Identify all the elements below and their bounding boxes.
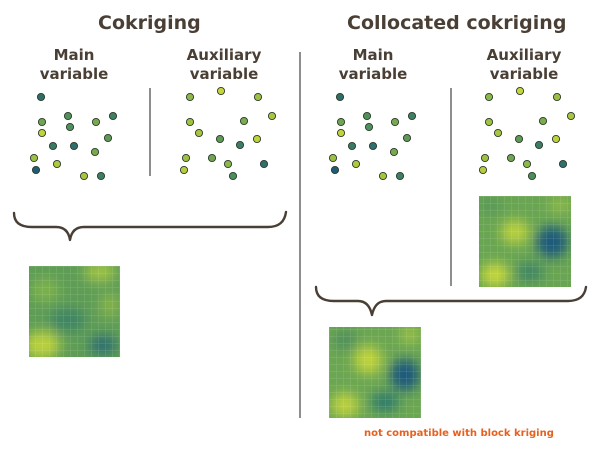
sample-point: [52, 159, 62, 169]
sample-point: [223, 159, 233, 169]
sample-point: [29, 153, 39, 163]
collocated-auxiliary-variable-label: Auxiliary variable: [480, 46, 568, 84]
sample-point: [534, 140, 544, 150]
sample-point: [407, 111, 417, 121]
sample-point: [506, 153, 516, 163]
sample-point: [37, 117, 47, 127]
sample-point: [194, 128, 204, 138]
sample-point: [252, 134, 262, 144]
sample-point: [558, 159, 568, 169]
sample-point: [514, 134, 524, 144]
sample-point: [90, 147, 100, 157]
sample-point: [228, 171, 238, 181]
sample-point: [336, 117, 346, 127]
main-label-line2: variable: [338, 65, 408, 83]
cokriging-aux-points: [179, 86, 277, 181]
sample-point: [351, 159, 361, 169]
sample-point: [181, 153, 191, 163]
sample-point: [484, 92, 494, 102]
aux-label-line2: variable: [189, 65, 259, 83]
block-kriging-note: not compatible with block kriging: [364, 428, 554, 439]
cokriging-brace: [12, 210, 288, 242]
sample-point: [538, 116, 548, 126]
sample-point: [48, 141, 58, 151]
sample-point: [37, 128, 47, 138]
sample-point: [335, 92, 345, 102]
sample-point: [347, 141, 357, 151]
collocated-brace: [314, 285, 588, 317]
sample-point: [96, 171, 106, 181]
sample-point: [216, 86, 226, 96]
auxiliary-exhaustive-map: [479, 196, 571, 287]
aux-label-line1: Auxiliary: [186, 46, 262, 64]
sample-point: [259, 159, 269, 169]
sample-point: [103, 133, 113, 143]
cokriging-main-variable-label: Main variable: [38, 46, 110, 84]
sample-point: [362, 111, 372, 121]
sample-point: [179, 165, 189, 175]
sample-point: [330, 165, 340, 175]
collocated-main-variable-label: Main variable: [337, 46, 409, 84]
sample-point: [402, 133, 412, 143]
sample-point: [378, 171, 388, 181]
sample-point: [185, 117, 195, 127]
collocated-main-points: [328, 92, 417, 181]
cokriging-title: Cokriging: [98, 12, 201, 34]
main-label-line2: variable: [39, 65, 109, 83]
sample-point: [207, 153, 217, 163]
sample-point: [389, 147, 399, 157]
sample-point: [551, 134, 561, 144]
aux-label-line1: Auxiliary: [486, 46, 562, 64]
sample-point: [566, 111, 576, 121]
sample-point: [390, 117, 400, 127]
sample-point: [480, 153, 490, 163]
sample-point: [65, 122, 75, 132]
collocated-cokriging-title: Collocated cokriging: [347, 12, 567, 34]
sample-point: [253, 92, 263, 102]
cokriging-main-points: [29, 92, 118, 181]
sample-point: [368, 141, 378, 151]
sample-point: [493, 128, 503, 138]
sample-point: [328, 153, 338, 163]
sample-point: [336, 128, 346, 138]
aux-label-line2: variable: [489, 65, 559, 83]
sample-point: [79, 171, 89, 181]
sample-point: [395, 171, 405, 181]
sample-point: [478, 165, 488, 175]
sample-point: [527, 171, 537, 181]
sample-point: [91, 117, 101, 127]
sample-point: [522, 159, 532, 169]
main-label-line1: Main: [352, 46, 394, 64]
sample-point: [239, 116, 249, 126]
sample-point: [552, 92, 562, 102]
collocated-aux-points: [478, 86, 576, 181]
sample-point: [36, 92, 46, 102]
sample-point: [69, 141, 79, 151]
sample-point: [515, 86, 525, 96]
sample-point: [63, 111, 73, 121]
sample-point: [484, 117, 494, 127]
collocated-result-map: [329, 327, 421, 418]
sample-point: [185, 92, 195, 102]
sample-point: [31, 165, 41, 175]
sample-point: [267, 111, 277, 121]
sample-point: [215, 134, 225, 144]
sample-point: [108, 111, 118, 121]
sample-point: [235, 140, 245, 150]
cokriging-result-map: [29, 266, 120, 357]
cokriging-auxiliary-variable-label: Auxiliary variable: [180, 46, 268, 84]
sample-point: [364, 122, 374, 132]
main-label-line1: Main: [53, 46, 95, 64]
